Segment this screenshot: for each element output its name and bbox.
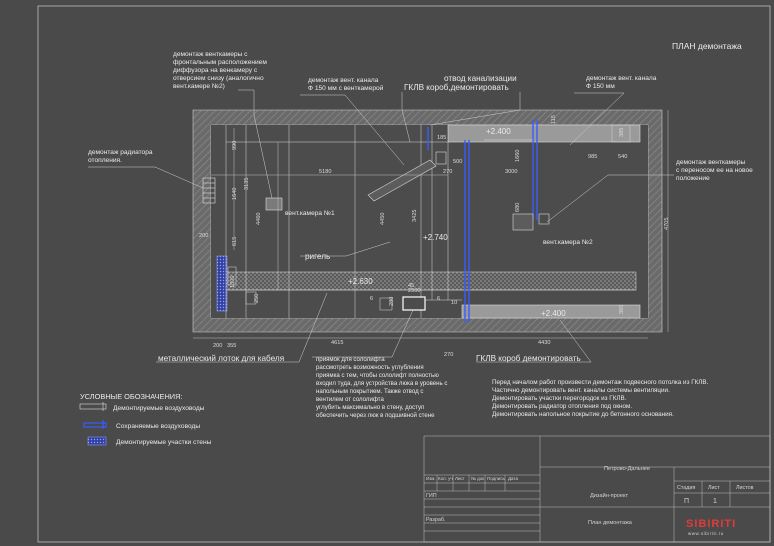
tb-h-izm: Изм. — [426, 476, 436, 481]
legend-keep-duct-swatch — [83, 422, 107, 428]
dim-4615: 4615 — [331, 340, 343, 346]
dim-540: 540 — [618, 154, 627, 160]
elevation-center: +2.740 — [423, 233, 448, 242]
dim-500: 500 — [453, 159, 462, 165]
vent-chamber-1 — [265, 197, 283, 211]
dim-365: 365 — [619, 305, 625, 314]
tb-object: Петрово-Дальнее — [604, 466, 650, 472]
tb-h-date: Дата — [508, 476, 518, 481]
radiator — [202, 177, 216, 204]
dim-6b: 6 — [437, 296, 440, 302]
dim-680: 680 — [515, 203, 521, 212]
legend-heading: УСЛОВНЫЕ ОБОЗНАЧЕНИЯ: — [80, 392, 183, 401]
dim-1660: 1660 — [515, 150, 521, 162]
dim-3135: 3135 — [244, 178, 250, 190]
tb-h-list: Лист — [455, 476, 465, 481]
elevation-beam: +2.630 — [348, 277, 373, 286]
label-vent-chamber-1: вент.камера №1 — [285, 210, 335, 217]
note-sewer-outlet: отвод канализации — [444, 74, 517, 83]
legend-demolish-wall: Демонтируемые участки стены — [116, 439, 212, 446]
note-metal-tray: металлический лоток для кабеля — [158, 354, 284, 363]
note-gklv-box-bottom: ГКЛВ короб демонтировать — [476, 354, 581, 363]
sololift-pit — [402, 296, 426, 311]
dim-45: 45 — [408, 283, 414, 289]
note-vent-move: демонтаж венткамеры с переносом ее на но… — [676, 159, 755, 182]
tb-sheet-h: Лист — [708, 485, 720, 491]
dim-385: 385 — [619, 128, 625, 137]
sheet-frame — [37, 5, 771, 543]
dim-4430: 4430 — [538, 340, 550, 346]
dim-615: 615 — [232, 237, 238, 246]
title-block — [423, 435, 771, 543]
note-gklv-box-top: ГКЛВ короб,демонтировать — [404, 83, 509, 92]
dim-1640: 1640 — [232, 188, 238, 200]
dim-4705: 4705 — [664, 218, 670, 230]
dim-2560: 2560 — [408, 288, 420, 294]
elevation-top-right: +2.400 — [486, 127, 511, 136]
tb-stage-h: Стадия — [677, 485, 695, 491]
dim-250: 250 — [254, 294, 260, 303]
plan-title: ПЛАН демонтажа — [672, 41, 742, 51]
tb-gip: ГИП — [426, 493, 437, 499]
dim-185: 185 — [437, 135, 446, 141]
legend: УСЛОВНЫЕ ОБОЗНАЧЕНИЯ: Демонтируемые возд… — [79, 392, 212, 446]
elevation-bottom-right: +2.400 — [541, 309, 566, 318]
legend-demolish-duct-swatch — [79, 403, 107, 410]
brand-url: www.sibiriti.ru — [688, 531, 724, 536]
beam-band — [225, 271, 637, 291]
tb-developer: Разраб. — [426, 517, 445, 523]
dim-355: 355 — [227, 343, 236, 349]
note-general: Перед началом работ произвести демонтаж … — [492, 378, 710, 418]
dim-4460: 4460 — [256, 213, 262, 225]
dim-3425: 3425 — [412, 210, 418, 222]
label-vent-chamber-2: вент.камера №2 — [543, 239, 593, 246]
note-vent-front: демонтаж венткамеры с фронтальным распол… — [173, 51, 269, 90]
dim-10: 10 — [451, 300, 457, 306]
tb-sheet: 1 — [713, 498, 717, 505]
dim-270-top: 270 — [443, 169, 452, 175]
tb-h-kol: Кол. уч — [438, 476, 453, 481]
dim-200-bottom: 200 — [213, 343, 222, 349]
dim-280: 280 — [389, 297, 395, 306]
dim-985: 985 — [588, 154, 597, 160]
note-radiator: демонтаж радиатора отопления. — [88, 149, 154, 164]
legend-demolish-wall-swatch — [87, 436, 107, 446]
dim-6a: 6 — [370, 296, 373, 302]
tb-sheets-h: Листов — [736, 485, 754, 491]
dim-1300: 1300 — [230, 276, 236, 288]
tb-project: Дизайн-проект — [590, 492, 629, 499]
dim-4450: 4450 — [380, 213, 386, 225]
note-sololift: приямок для сололифта рассмотреть возмож… — [316, 356, 449, 419]
note-vent-channel-2: демонтаж вент. канала Ф 150 мм — [586, 75, 658, 90]
brand-logo: SIBIRITI — [686, 518, 736, 530]
legend-demolish-duct: Демонтируемые воздуховоды — [113, 405, 205, 412]
label-beam: ригель — [305, 252, 330, 261]
tb-h-doc: № док — [471, 476, 484, 481]
gklv-box-top — [447, 124, 641, 143]
tb-h-sign: Подпись — [487, 476, 505, 481]
dim-5180: 5180 — [319, 169, 331, 175]
tb-sheet-name: План демонтажа — [588, 520, 633, 526]
dim-270-bottom: 270 — [444, 352, 453, 358]
tb-stage: П — [684, 498, 689, 505]
dim-200: 200 — [199, 233, 208, 239]
legend-keep-duct: Сохраняемые воздуховоды — [116, 423, 200, 430]
note-vent-channel-1: демонтаж вент. канала Ф 150 мм с венткам… — [308, 77, 384, 92]
dim-115: 115 — [551, 115, 557, 124]
floor-plan — [192, 109, 663, 333]
demolished-wall-left — [216, 255, 228, 312]
dim-3000: 3000 — [505, 169, 517, 175]
dim-990: 990 — [232, 141, 238, 150]
